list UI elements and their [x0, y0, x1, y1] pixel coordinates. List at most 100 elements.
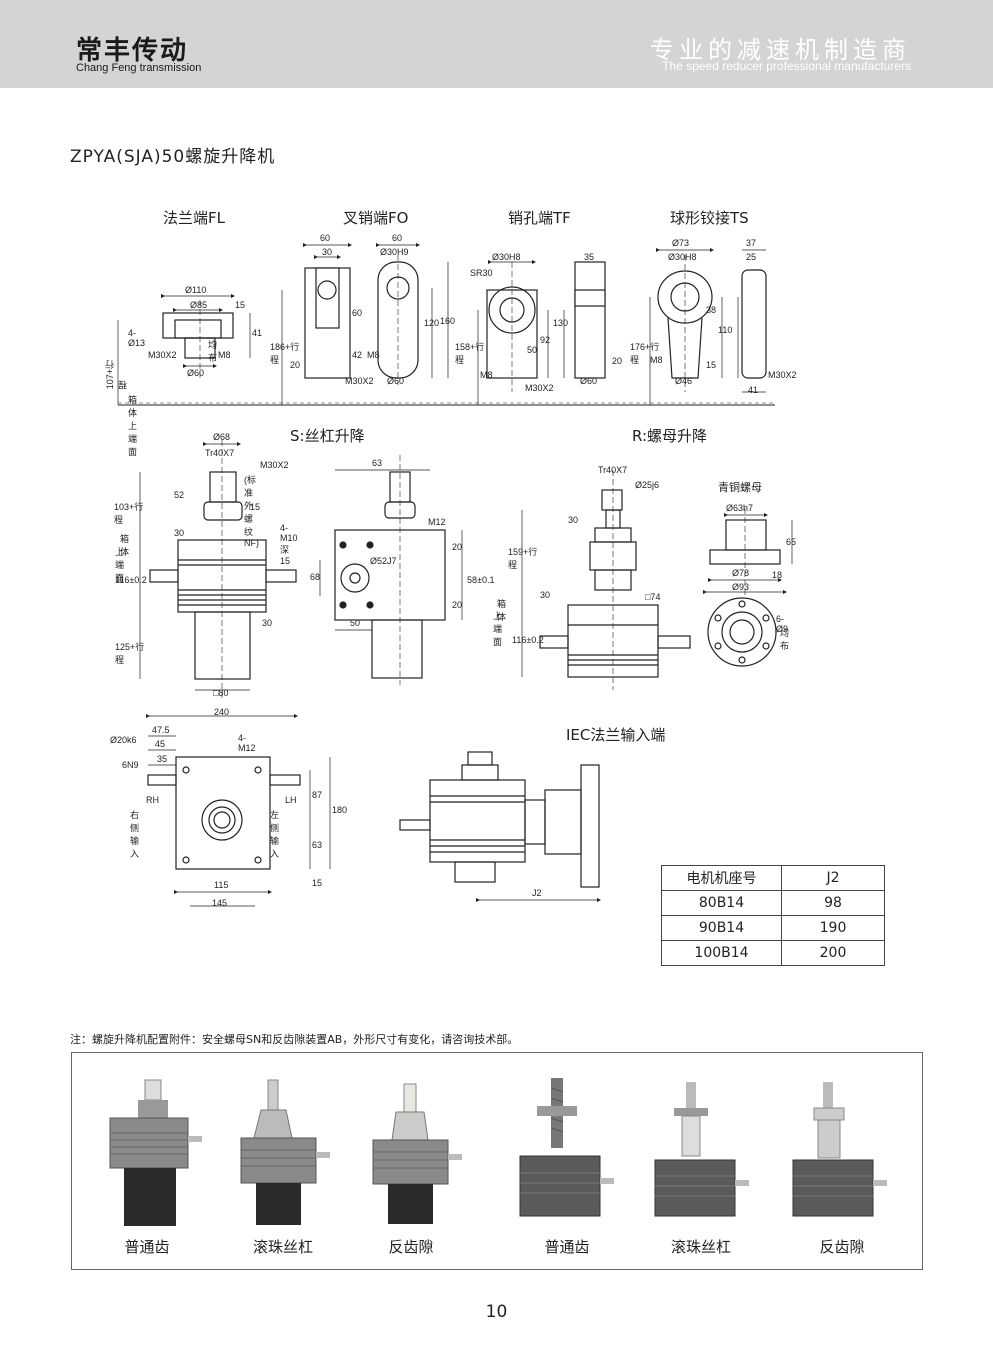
label-fl: 法兰端FL: [163, 209, 225, 227]
dim: 115: [214, 880, 229, 890]
dim: 35: [157, 754, 168, 764]
dim: Ø20k6: [110, 735, 137, 745]
dim: 240: [214, 707, 230, 717]
dim: Ø68: [213, 432, 231, 442]
dim: 4-Ø13: [128, 328, 146, 348]
product-label: 反齿隙: [388, 1238, 434, 1256]
dim: 116±0.2: [512, 635, 544, 645]
label-iec: IEC法兰输入端: [566, 726, 666, 744]
drawing-r: [521, 470, 691, 690]
dim: 60: [352, 308, 363, 318]
drawing-plan-view: [145, 713, 331, 907]
dim: 38: [706, 305, 717, 315]
dim: J2: [532, 888, 542, 898]
dim: 15: [312, 878, 323, 888]
dim: Tr40X7: [205, 448, 235, 458]
drawing-bronze-nut: [702, 508, 793, 667]
dim: M12: [428, 517, 446, 527]
dim: 37: [746, 238, 757, 248]
dim: Ø63h7: [726, 503, 754, 513]
table-header-cell: J2: [781, 865, 885, 891]
drawing-ts: [649, 247, 767, 405]
drawing-iec: [399, 751, 602, 903]
dim: M8: [218, 350, 231, 360]
dim: 120: [424, 318, 440, 328]
slogan-english: The speed reducer professional manufactu…: [662, 59, 911, 73]
table-cell: 98: [781, 890, 885, 916]
table-cell: 100B14: [661, 940, 782, 966]
product-image: [654, 1082, 749, 1217]
table-cell: 190: [781, 915, 885, 941]
dim: 41: [252, 328, 263, 338]
dim: 160: [440, 316, 456, 326]
dim: 20: [290, 360, 301, 370]
table-cell: 90B14: [661, 915, 782, 941]
label-s-lift: S:丝杠升降: [290, 427, 365, 445]
dim: 60: [320, 233, 331, 243]
table-header-cell: 电机机座号: [661, 865, 782, 891]
product-label: 滚珠丝杠: [670, 1238, 731, 1256]
dim: 87: [312, 790, 323, 800]
product-photo-box: [71, 1052, 923, 1270]
dim: Ø30H8: [492, 252, 521, 262]
product-label: 普通齿: [124, 1238, 170, 1256]
dim: 103+行程: [114, 502, 144, 525]
dim: 右侧输入: [130, 810, 140, 859]
dim: (标准外螺纹NF): [244, 475, 259, 548]
dim: 25: [746, 252, 757, 262]
table-row: 100B14 200: [661, 940, 885, 966]
dim: 箱体: [120, 534, 130, 557]
dim: Ø52J7: [370, 556, 397, 566]
product-image: [240, 1079, 330, 1225]
dim: 30: [568, 515, 579, 525]
drawing-s-front: [139, 440, 297, 700]
dim: 均布: [780, 628, 790, 651]
dim: Ø78: [732, 568, 750, 578]
label-fo: 叉销端FO: [343, 209, 409, 227]
dim: 6-Ø9: [776, 614, 789, 634]
dim: 145: [212, 898, 228, 908]
dim: 125+行程: [115, 642, 145, 665]
dim: 180: [332, 805, 348, 815]
dim: M30X2: [345, 376, 374, 386]
dim: 176+行程: [630, 342, 660, 365]
dim: RH: [146, 795, 159, 805]
dim: 20: [612, 356, 623, 366]
dim: 30: [262, 618, 273, 628]
dim: 30: [174, 528, 185, 538]
product-image: [109, 1079, 202, 1226]
dim: M8: [367, 350, 380, 360]
dim: Ø30H8: [668, 252, 697, 262]
dim: 均布: [208, 340, 218, 363]
brand-english: Chang Feng transmission: [76, 62, 202, 74]
dim: 15: [235, 300, 246, 310]
dim: Ø73: [672, 238, 690, 248]
table-cell: 80B14: [661, 890, 782, 916]
dim: 186+行程: [270, 342, 300, 365]
dim: 130: [553, 318, 569, 328]
dim: Ø60: [387, 376, 405, 386]
dim: SR30: [470, 268, 493, 278]
dim: Ø46: [675, 376, 693, 386]
drawing-tf: [477, 259, 606, 405]
dim: 上端面: [493, 611, 503, 647]
dim: 50: [350, 618, 361, 628]
dim: M8: [650, 355, 663, 365]
product-image: [792, 1082, 887, 1217]
dim: 63: [312, 840, 323, 850]
label-ts: 球形铰接TS: [670, 209, 749, 227]
header-band: 常丰传动 Chang Feng transmission 专业的减速机制造商 T…: [0, 0, 993, 88]
dim: Ø110: [185, 285, 207, 295]
dim: 41: [748, 385, 759, 395]
dim: 92: [540, 335, 551, 345]
dim: Ø93: [732, 582, 750, 592]
dim: 107+行程: [105, 360, 128, 390]
dim: 左侧输入: [270, 810, 280, 859]
table-row: 90B14 190: [661, 915, 885, 941]
dim: 15: [250, 502, 261, 512]
dim: □80: [213, 688, 229, 698]
dim: 30: [540, 590, 551, 600]
dim: 上端面: [115, 547, 125, 583]
dim: 45: [155, 739, 166, 749]
